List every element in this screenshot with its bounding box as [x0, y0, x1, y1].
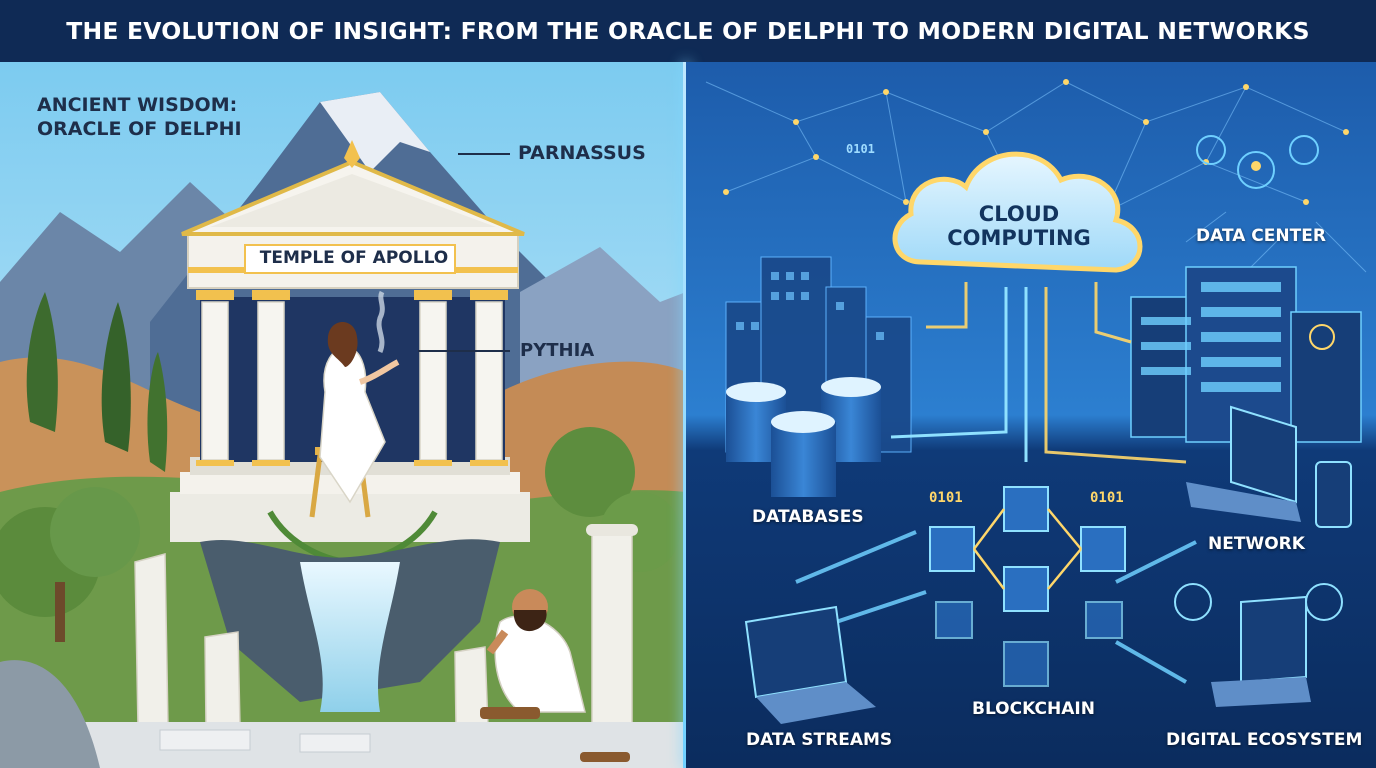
- database-cylinders: [726, 377, 881, 497]
- data-streams-label: DATA STREAMS: [746, 730, 893, 750]
- cloud-computing-label: CLOUD COMPUTING: [934, 202, 1104, 250]
- binary-stream-left: 0101: [929, 490, 963, 506]
- digital-ecosystem-label: DIGITAL ECOSYSTEM: [1166, 730, 1363, 750]
- ancient-heading-line1: ANCIENT WISDOM:: [37, 94, 238, 116]
- blockchain-cubes: [929, 486, 1126, 687]
- databases-label: DATABASES: [752, 507, 864, 527]
- digital-network-illustration: [686, 62, 1376, 768]
- ancient-heading: ANCIENT WISDOM: ORACLE OF DELPHI: [37, 94, 242, 142]
- cloud-label-line2: COMPUTING: [947, 226, 1091, 251]
- parnassus-label: PARNASSUS: [518, 142, 646, 164]
- parnassus-leader: [458, 153, 510, 155]
- binary-stream-right: 0101: [1090, 490, 1124, 506]
- delphi-illustration: [0, 62, 686, 768]
- cloud-label-line1: CLOUD: [978, 202, 1060, 226]
- title-bar: THE EVOLUTION OF INSIGHT: FROM THE ORACL…: [0, 0, 1376, 64]
- ancient-panel: ANCIENT WISDOM: ORACLE OF DELPHI PARNASS…: [0, 62, 686, 768]
- laptops: [744, 405, 1352, 724]
- data-center-label: DATA CENTER: [1196, 226, 1326, 246]
- digital-panel: 0101 0101 0101 CLOUD COMPUTING DATA CENT…: [686, 62, 1376, 768]
- network-label: NETWORK: [1208, 534, 1305, 554]
- binary-stream-top: 0101: [846, 142, 875, 156]
- pythia-label: PYTHIA: [520, 340, 595, 361]
- blockchain-label: BLOCKCHAIN: [972, 699, 1095, 719]
- temple-label: TEMPLE OF APOLLO: [259, 248, 449, 268]
- cloud-icon: [892, 151, 1143, 273]
- page-title: THE EVOLUTION OF INSIGHT: FROM THE ORACL…: [66, 17, 1310, 45]
- ancient-heading-line2: ORACLE OF DELPHI: [37, 117, 242, 140]
- pythia-leader: [418, 350, 510, 352]
